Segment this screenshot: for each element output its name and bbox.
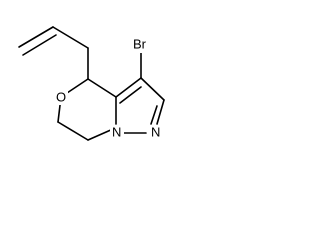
molecule-svg: Br O N N — [18, 26, 165, 141]
structure-diagram: Br O N N — [18, 26, 165, 141]
bond-vinyl-double-a — [18, 26, 54, 48]
atom-label-n-ring: N — [151, 124, 160, 139]
bond-c7-n — [87, 128, 114, 141]
bond-c3a-c3-inner — [119, 86, 142, 104]
atom-label-n-fused: N — [112, 124, 121, 139]
label-mask-nring — [149, 126, 163, 140]
atom-label-o: O — [56, 89, 66, 104]
bond-c4-c3a — [87, 78, 117, 98]
bond-c2-nring-inner — [150, 105, 158, 125]
bond-c6-c7 — [57, 121, 89, 141]
label-mask-nfused — [110, 126, 124, 140]
label-mask-o — [54, 91, 68, 105]
bond-vinyl-double-b — [22, 34, 57, 56]
label-mask-br — [132, 37, 156, 53]
bond-c3-c2 — [140, 77, 165, 101]
bond-c3a-c3 — [115, 77, 142, 98]
atom-label-br: Br — [133, 36, 147, 51]
bond-c2-nring — [156, 99, 165, 125]
bond-vinyl-ch2 — [52, 26, 89, 49]
